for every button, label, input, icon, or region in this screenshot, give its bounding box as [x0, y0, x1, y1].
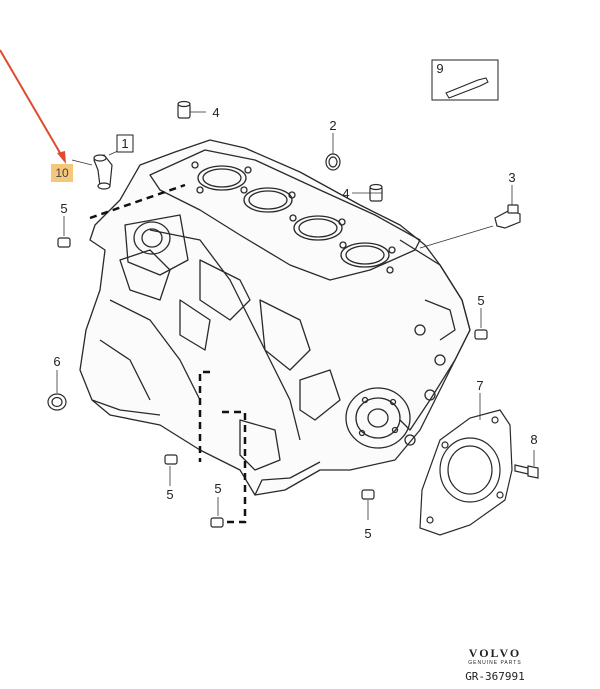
callout-10-highlight — [51, 164, 73, 182]
separate-parts — [47, 100, 539, 536]
callout-9-box — [431, 59, 499, 101]
sealant-tube-icon — [445, 77, 489, 99]
callout-3: 3 — [508, 170, 515, 185]
callout-1-box — [116, 134, 134, 153]
leader-lines — [56, 111, 535, 520]
part-2-plug — [325, 153, 341, 171]
red-pointer-arrow — [0, 49, 66, 164]
volvo-logo: VOLVO — [468, 646, 522, 660]
callout-8: 8 — [530, 432, 537, 447]
callout-5-bottom-mid: 5 — [214, 481, 221, 496]
part-4-dowel-lower — [369, 183, 383, 202]
part-7-rear-seal-carrier — [419, 409, 513, 536]
part-4-dowel-upper — [177, 100, 191, 119]
diagram-reference-id: GR-367991 — [465, 670, 525, 683]
callout-10: 10 — [55, 166, 69, 180]
part-5-dowel-pins — [57, 237, 488, 528]
callout-5-bottom-right: 5 — [364, 526, 371, 541]
callout-7: 7 — [476, 378, 483, 393]
callout-1: 1 — [121, 136, 128, 151]
callout-5-left: 5 — [60, 201, 67, 216]
part-3-sensor — [494, 204, 521, 229]
part-10-fitting — [93, 154, 113, 190]
callout-9: 9 — [436, 61, 443, 76]
part-8-bolt — [514, 464, 539, 479]
callout-2: 2 — [329, 118, 336, 133]
callout-labels: 1 2 3 4 4 5 5 5 5 5 6 7 8 9 10 — [53, 61, 537, 541]
genuine-parts-caption: GENUINE PARTS — [468, 660, 522, 666]
callout-5-bottom-left: 5 — [166, 487, 173, 502]
callout-4-lower: 4 — [342, 186, 349, 201]
callout-5-right: 5 — [477, 293, 484, 308]
part-6-plug-seal — [47, 393, 67, 411]
callout-4-upper: 4 — [212, 105, 219, 120]
callout-6: 6 — [53, 354, 60, 369]
engine-block — [79, 139, 471, 496]
dashed-guide-lines — [89, 183, 247, 524]
